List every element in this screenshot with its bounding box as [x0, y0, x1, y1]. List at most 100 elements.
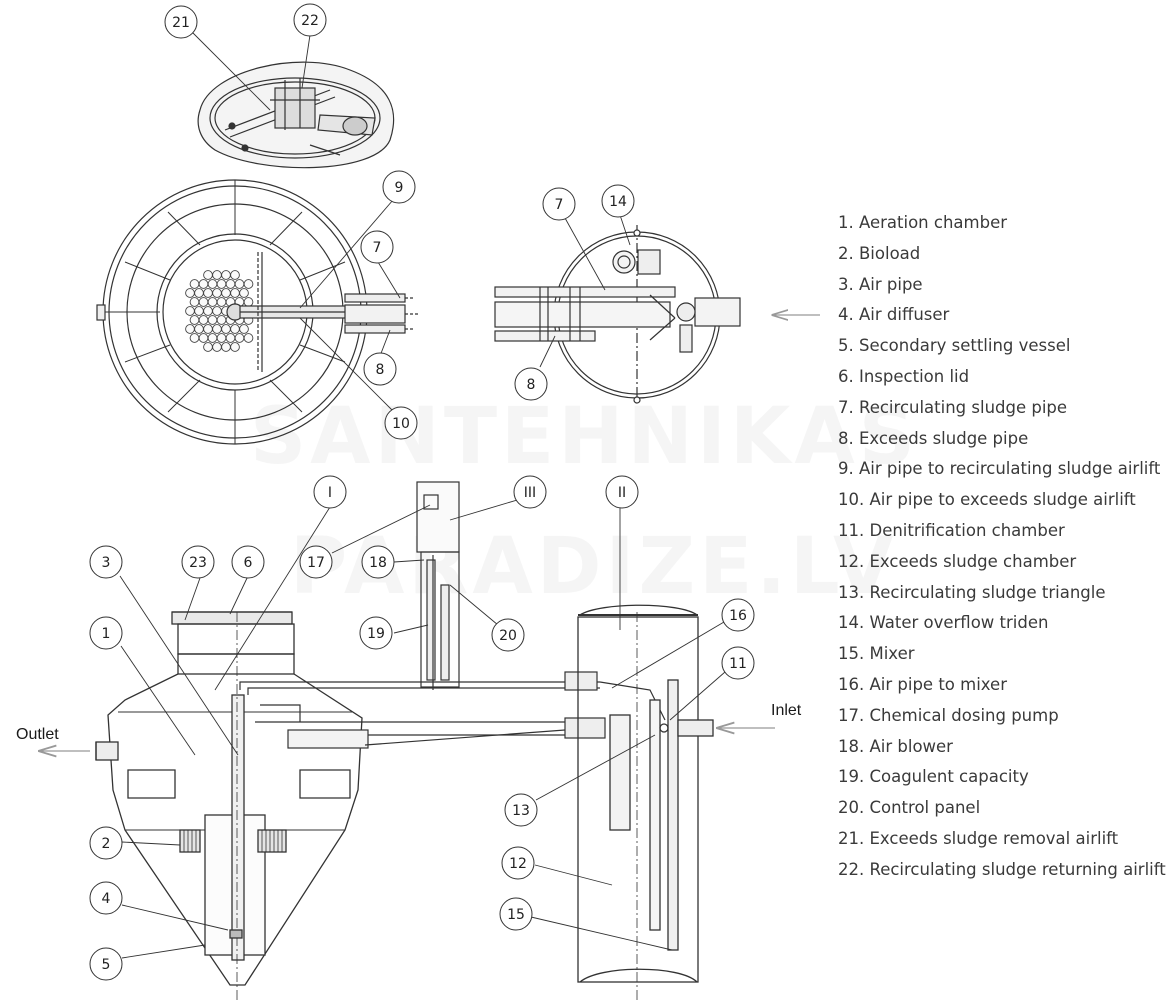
- legend-item: 5. Secondary settling vessel: [838, 336, 1071, 356]
- callout-13: 13: [504, 793, 538, 827]
- callout-10: 10: [384, 406, 418, 440]
- bioload-media-ball: [230, 270, 240, 280]
- callout-number: 15: [507, 907, 525, 923]
- legend-item: 7. Recirculating sludge pipe: [838, 397, 1068, 417]
- callout-12: 12: [501, 846, 535, 880]
- bioload-media-ball: [185, 288, 195, 298]
- callout-11: 11: [721, 646, 755, 680]
- bioload-media-ball: [203, 288, 213, 298]
- legend-item: 9. Air pipe to recirculating sludge airl…: [838, 459, 1161, 479]
- plan-view-secondary-tank: [494, 225, 820, 405]
- bioload-media-ball: [207, 333, 218, 343]
- callout-23: 23: [181, 545, 215, 579]
- bioload-media-ball: [225, 333, 236, 343]
- callout-number: 9: [395, 180, 404, 196]
- bioload-media-ball: [203, 306, 213, 316]
- callout-number: 11: [729, 656, 747, 672]
- legend-item: 16. Air pipe to mixer: [838, 674, 1007, 694]
- bioload-media-ball: [185, 324, 195, 334]
- bioload-media-ball: [216, 279, 227, 289]
- bioload-media-ball: [221, 288, 231, 298]
- callout-number: I: [328, 485, 332, 501]
- callout-leaders: [119, 31, 726, 959]
- top-isometric-view: [197, 61, 395, 169]
- callout-17: 17: [299, 545, 333, 579]
- bioload-media-ball: [225, 279, 236, 289]
- callout-number: 20: [499, 628, 517, 644]
- legend-item: 2. Bioload: [838, 243, 921, 263]
- bioload-media-ball: [221, 270, 231, 280]
- bioload-media-ball: [189, 333, 200, 343]
- callout-7b: 7: [542, 187, 576, 221]
- legend-item: 6. Inspection lid: [838, 366, 970, 386]
- callout-14: 14: [601, 184, 635, 218]
- legend-item: 18. Air blower: [838, 736, 953, 756]
- bioload-media-ball: [212, 270, 222, 280]
- callout-number: 22: [301, 13, 319, 29]
- outlet-label: Outlet: [16, 726, 59, 743]
- callout-number: 16: [729, 608, 747, 624]
- bioload-media-ball: [212, 288, 222, 298]
- callout-number: 2: [102, 836, 111, 852]
- legend-item: 17. Chemical dosing pump: [838, 705, 1059, 725]
- bioload-media-ball: [194, 324, 204, 334]
- callout-5: 5: [89, 947, 123, 981]
- callout-III: III: [513, 475, 547, 509]
- callout-2: 2: [89, 826, 123, 860]
- section-secondary-tank: [577, 604, 775, 1000]
- callout-number: 21: [172, 15, 190, 31]
- bioload-media-ball: [207, 279, 218, 289]
- legend-item: 22. Recirculating sludge returning airli…: [838, 859, 1166, 879]
- bioload-media-ball: [221, 342, 231, 352]
- bioload-media-ball: [221, 324, 231, 334]
- bioload-media-ball: [212, 324, 222, 334]
- callout-19: 19: [359, 616, 393, 650]
- legend-item: 13. Recirculating sludge triangle: [838, 582, 1106, 602]
- callout-number: 5: [102, 957, 111, 973]
- bioload-media-ball: [189, 315, 200, 325]
- legend-item: 15. Mixer: [838, 644, 915, 664]
- callout-II: II: [605, 475, 639, 509]
- bioload-media-ball: [194, 288, 204, 298]
- watermark-line-1: SANTEHNIKAS: [250, 392, 919, 482]
- bioload-media-ball: [239, 324, 249, 334]
- bioload-media-ball: [230, 342, 240, 352]
- bioload-media-ball: [239, 288, 249, 298]
- bioload-media-ball: [212, 342, 222, 352]
- legend-item: 11. Denitrification chamber: [838, 520, 1065, 540]
- bioload-media-ball: [216, 297, 227, 307]
- callout-number: II: [618, 485, 626, 501]
- callout-number: 13: [512, 803, 530, 819]
- callout-7a: 7: [360, 230, 394, 264]
- callout-8a: 8: [363, 352, 397, 386]
- callout-number: 14: [609, 194, 627, 210]
- callout-number: 18: [369, 555, 387, 571]
- section-control-column: [416, 481, 460, 690]
- callout-18: 18: [361, 545, 395, 579]
- plan-view-aeration-tank: [96, 179, 420, 445]
- callout-21: 21: [164, 5, 198, 39]
- section-aeration-tank: [40, 611, 363, 1002]
- legend-item: 14. Water overflow triden: [838, 613, 1049, 633]
- callout-number: 12: [509, 856, 527, 872]
- callout-number: 8: [527, 377, 536, 393]
- callout-3: 3: [89, 545, 123, 579]
- callout-number: 4: [102, 891, 111, 907]
- legend-item: 3. Air pipe: [838, 274, 923, 294]
- callout-8b: 8: [514, 367, 548, 401]
- callout-number: 10: [392, 416, 410, 432]
- bioload-media-ball: [243, 279, 254, 289]
- callout-number: 6: [244, 555, 253, 571]
- legend-item: 10. Air pipe to exceeds sludge airlift: [838, 490, 1136, 510]
- callout-9: 9: [382, 170, 416, 204]
- bioload-media-ball: [203, 270, 213, 280]
- bioload-media-ball: [194, 306, 204, 316]
- callout-22: 22: [293, 3, 327, 37]
- callout-number: III: [524, 485, 536, 501]
- legend-item: 12. Exceeds sludge chamber: [838, 551, 1077, 571]
- bioload-media-ball: [212, 306, 222, 316]
- bioload-media-ball: [216, 333, 227, 343]
- bioload-media-ball: [185, 306, 195, 316]
